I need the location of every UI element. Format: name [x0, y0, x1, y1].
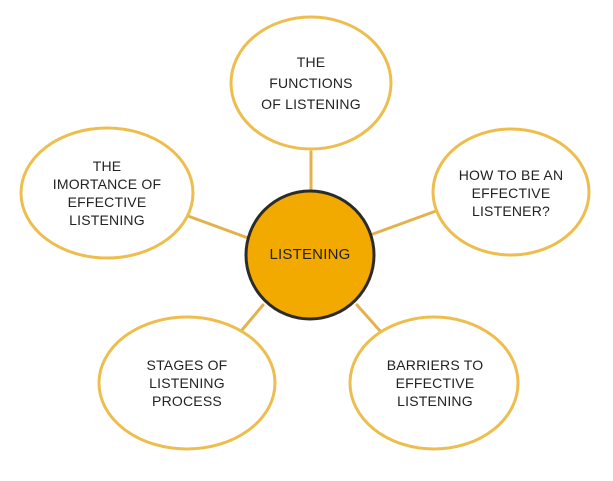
connector-how-to [371, 209, 438, 236]
label-line: LISTENING [269, 246, 351, 263]
connector-stages [240, 303, 265, 332]
node-importance-label: THE IMORTANCE OF EFFECTIVE LISTENING [32, 150, 182, 236]
label-line: LISTENER? [471, 203, 551, 219]
label-line: OF LISTENING [261, 95, 361, 112]
node-functions-label: THE FUNCTIONS OF LISTENING [241, 40, 381, 126]
center-node-circle [244, 189, 376, 321]
center-node-label: LISTENING [246, 225, 374, 285]
node-barriers-label: BARRIERS TO EFFECTIVE LISTENING [362, 345, 508, 421]
label-line: IMORTANCE OF [52, 176, 162, 192]
label-line: LISTENING [397, 393, 473, 409]
label-line: EFFECTIVE [395, 375, 475, 391]
node-stages-ellipse [97, 315, 277, 451]
node-importance-ellipse [19, 126, 195, 260]
label-line: THE [296, 53, 326, 70]
label-line: LISTENING [149, 375, 225, 391]
label-line: PROCESS [152, 393, 222, 409]
node-how-to-ellipse [431, 127, 591, 257]
label-line: EFFECTIVE [67, 194, 147, 210]
label-line: STAGES OF [146, 357, 228, 373]
node-functions-ellipse [229, 15, 393, 151]
node-how-to-label: HOW TO BE AN EFFECTIVE LISTENER? [441, 153, 581, 233]
label-line: EFFECTIVE [471, 185, 551, 201]
label-line: FUNCTIONS [269, 74, 353, 91]
label-line: LISTENING [69, 212, 145, 228]
connector-importance [186, 214, 250, 240]
label-line: BARRIERS TO [386, 357, 484, 373]
node-barriers-ellipse [348, 315, 520, 451]
label-line: THE [92, 158, 122, 174]
connector-barriers [355, 303, 383, 334]
node-stages-label: STAGES OF LISTENING PROCESS [112, 345, 262, 421]
label-line: HOW TO BE AN [458, 167, 564, 183]
